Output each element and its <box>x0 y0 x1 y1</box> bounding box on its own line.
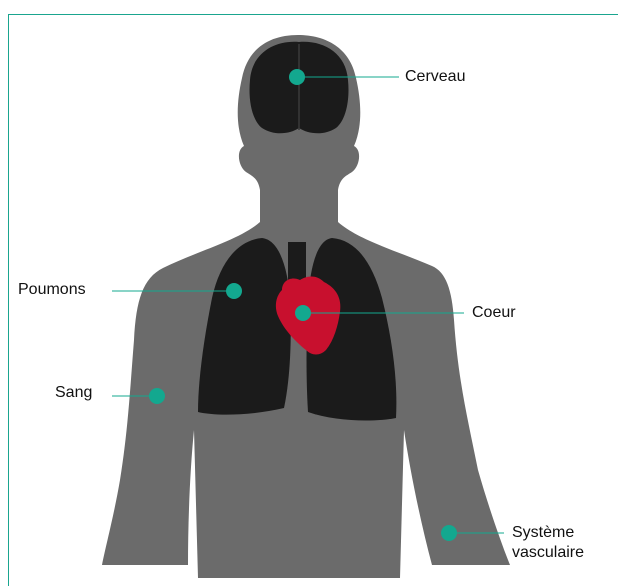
brain-label: Cerveau <box>405 67 465 87</box>
heart-label: Coeur <box>472 303 516 323</box>
lungs-marker <box>226 283 242 299</box>
vascular-label-line2: vasculaire <box>512 544 584 561</box>
vascular-label-line1: Système <box>512 524 574 541</box>
lungs-label: Poumons <box>18 280 86 300</box>
brain-marker <box>289 69 305 85</box>
blood-label: Sang <box>55 383 92 403</box>
blood-marker <box>149 388 165 404</box>
heart-marker <box>295 305 311 321</box>
vascular-label: Système vasculaire <box>512 523 612 563</box>
vascular-marker <box>441 525 457 541</box>
